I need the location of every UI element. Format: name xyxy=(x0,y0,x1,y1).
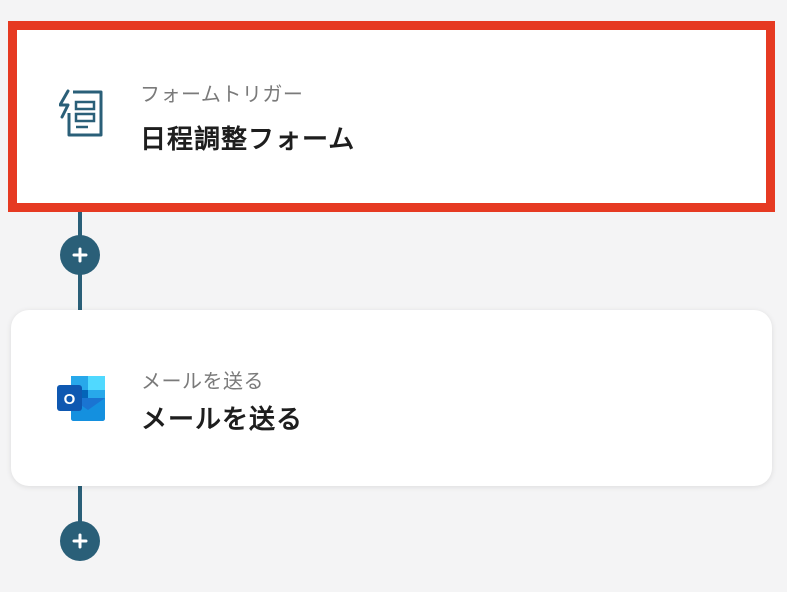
form-trigger-icon xyxy=(58,85,111,147)
action-step-card[interactable]: O メールを送る メールを送る xyxy=(11,310,772,486)
step-type-label: フォームトリガー xyxy=(140,82,304,106)
outlook-icon: O xyxy=(55,374,107,428)
step-type-label: メールを送る xyxy=(141,369,264,393)
step-title: 日程調整フォーム xyxy=(140,125,356,155)
step-title: メールを送る xyxy=(141,405,304,435)
flow-connector-line xyxy=(78,485,82,530)
add-step-button[interactable] xyxy=(60,235,100,275)
trigger-step-card[interactable]: フォームトリガー 日程調整フォーム xyxy=(8,21,775,212)
plus-icon xyxy=(72,533,88,549)
add-step-button[interactable] xyxy=(60,521,100,561)
plus-icon xyxy=(72,247,88,263)
svg-text:O: O xyxy=(64,391,76,408)
